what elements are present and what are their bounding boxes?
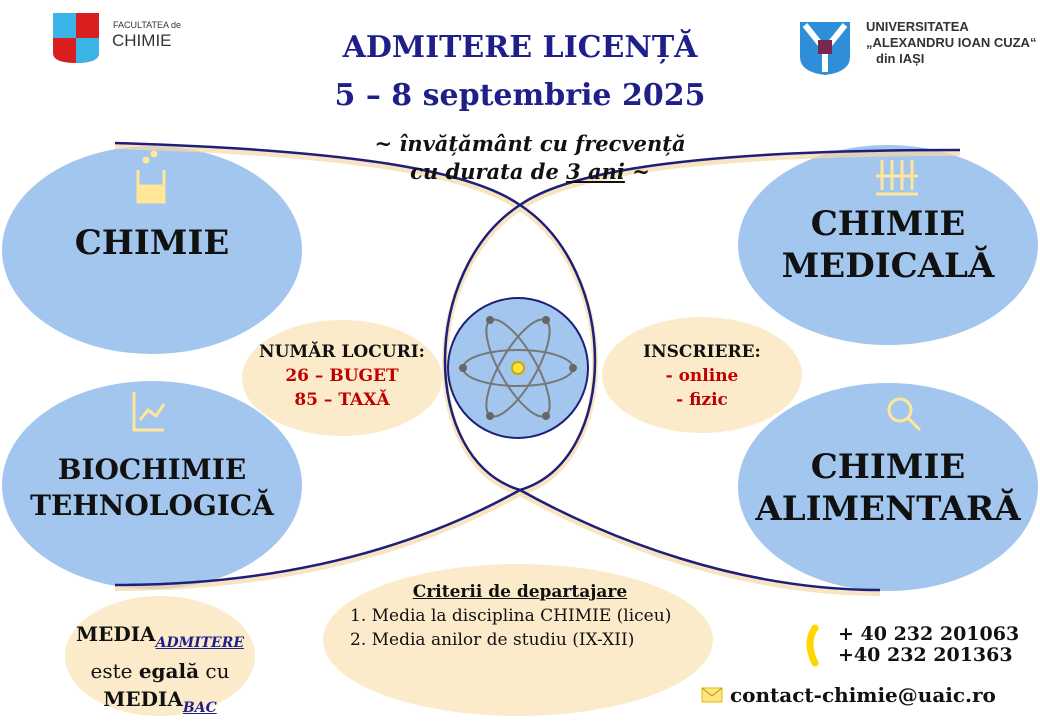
chimie-ellipse [2,146,302,354]
faculty-big: CHIMIE [112,31,172,50]
beaker-icon [136,150,166,204]
magnifier-icon [887,397,922,432]
phone-1[interactable]: + 40 232 201063 [838,623,1020,645]
criteria-box: Criterii de departajare 1. Media la disc… [350,582,672,650]
medicala-ellipse [738,145,1038,345]
test-tubes-icon [876,160,918,196]
program-chimie: CHIMIE [74,223,230,263]
uni-line3: din IAȘI [876,51,925,66]
enroll-ellipse [602,317,802,433]
university-name: UNIVERSITATEA „ALEXANDRU IOAN CUZA“ din … [866,19,1036,67]
mail-icon [701,687,723,703]
phone-2[interactable]: +40 232 201363 [838,644,1013,666]
infinity-curves [114,141,961,592]
page-title: ADMITERE LICENȚĂ [342,30,698,65]
faculty-small: FACULTATEA de [113,20,182,30]
seats-ellipse [242,320,442,436]
dates: 5 – 8 septembrie 2025 [334,78,706,113]
atom-icon [459,316,577,420]
media-ellipse [65,596,255,716]
dna-chart-icon [132,392,166,432]
subtitle: ~ învățământ cu frecvență cu durata de 3… [374,131,686,184]
email-link[interactable]: contact-chimie@uaic.ro [730,683,996,707]
alimentara-ellipse [738,383,1038,591]
phone-icon [806,624,819,667]
uni-line2: „ALEXANDRU IOAN CUZA“ [866,35,1037,50]
criteria-ellipse [323,564,713,716]
enroll-box: INSCRIERE:- online- fizic [643,342,761,410]
university-logo [800,22,850,75]
phones: + 40 232 201063 +40 232 201363 [838,624,1019,666]
biochimie-ellipse [2,381,302,589]
media-box: MEDIAADMITERE este egală cu MEDIABAC [75,622,245,716]
faculty-logo [53,13,99,63]
uni-line1: UNIVERSITATEA [866,19,969,34]
